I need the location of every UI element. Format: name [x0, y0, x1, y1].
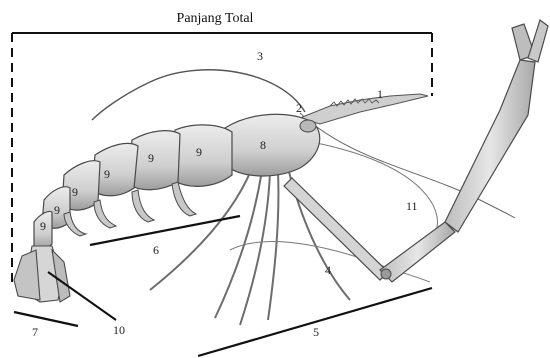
cheliped — [284, 20, 548, 282]
label-8: 8 — [260, 138, 266, 152]
label-7: 7 — [32, 325, 38, 339]
total-length-label: Panjang Total — [177, 11, 254, 26]
antenna — [92, 70, 305, 120]
rostrum — [300, 94, 428, 124]
label-9: 9 — [148, 151, 154, 165]
label-4: 4 — [325, 263, 331, 277]
tail-length-line — [14, 312, 78, 326]
label-9: 9 — [196, 145, 202, 159]
label-5: 5 — [313, 325, 319, 339]
label-1: 1 — [377, 87, 383, 101]
abdominal-segments — [34, 125, 232, 249]
label-9: 9 — [54, 203, 60, 217]
label-6: 6 — [153, 243, 159, 257]
label-9: 9 — [104, 167, 110, 181]
label-10: 10 — [113, 323, 125, 337]
eye — [300, 120, 316, 132]
label-9: 9 — [40, 219, 46, 233]
cheliped-length-line — [198, 288, 432, 356]
label-9: 9 — [72, 185, 78, 199]
label-11: 11 — [406, 199, 418, 213]
label-2: 2 — [296, 101, 302, 115]
label-3: 3 — [257, 49, 263, 63]
carapace-length-line — [90, 216, 240, 245]
tail-fan — [14, 246, 70, 302]
